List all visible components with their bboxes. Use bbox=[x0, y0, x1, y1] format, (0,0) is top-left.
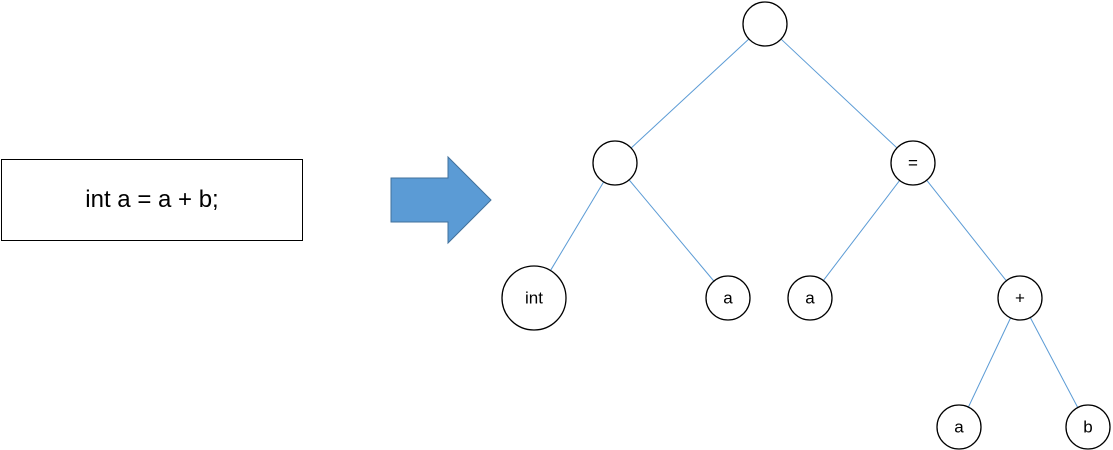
tree-nodes: = int a a + a b bbox=[501, 1, 1111, 450]
source-code-box: int a = a + b; bbox=[1, 159, 303, 241]
tree-node-circle bbox=[592, 140, 638, 186]
edge-root-assign bbox=[780, 38, 898, 149]
tree-node-circle bbox=[787, 275, 833, 321]
edge-decl-type bbox=[550, 181, 605, 271]
tree-node-op-b: b bbox=[1065, 404, 1111, 450]
source-code-text: int a = a + b; bbox=[85, 186, 219, 213]
edge-root-decl bbox=[630, 38, 750, 149]
tree-node-name: a bbox=[705, 275, 751, 321]
tree-node-lhs: a bbox=[787, 275, 833, 321]
tree-node-label: a bbox=[805, 288, 815, 307]
tree-node-assign: = bbox=[890, 140, 936, 186]
tree-node-circle bbox=[936, 404, 982, 450]
tree-node-circle bbox=[742, 1, 788, 47]
tree-edges bbox=[550, 38, 1079, 408]
tree-node-circle bbox=[997, 275, 1043, 321]
tree-node-label: int bbox=[525, 288, 543, 307]
edge-assign-lhs bbox=[822, 180, 901, 281]
tree-node-circle bbox=[705, 275, 751, 321]
edge-decl-name bbox=[628, 179, 715, 282]
edge-assign-plus bbox=[926, 179, 1007, 282]
tree-node-label: a bbox=[723, 288, 733, 307]
tree-node-circle bbox=[501, 265, 567, 331]
tree-node-label: a bbox=[954, 417, 964, 436]
tree-node-circle bbox=[890, 140, 936, 186]
tree-node-label: = bbox=[908, 153, 918, 172]
tree-node-label: b bbox=[1083, 417, 1092, 436]
transform-arrow-icon bbox=[390, 155, 492, 245]
tree-node-plus: + bbox=[997, 275, 1043, 321]
tree-node-label: + bbox=[1015, 288, 1025, 307]
tree-node-op-a: a bbox=[936, 404, 982, 450]
edge-plus-op-b bbox=[1029, 317, 1079, 408]
tree-node-circle bbox=[1065, 404, 1111, 450]
tree-node-type: int bbox=[501, 265, 567, 331]
tree-node-decl bbox=[592, 140, 638, 186]
tree-node-root bbox=[742, 1, 788, 47]
edge-plus-op-a bbox=[967, 317, 1012, 408]
